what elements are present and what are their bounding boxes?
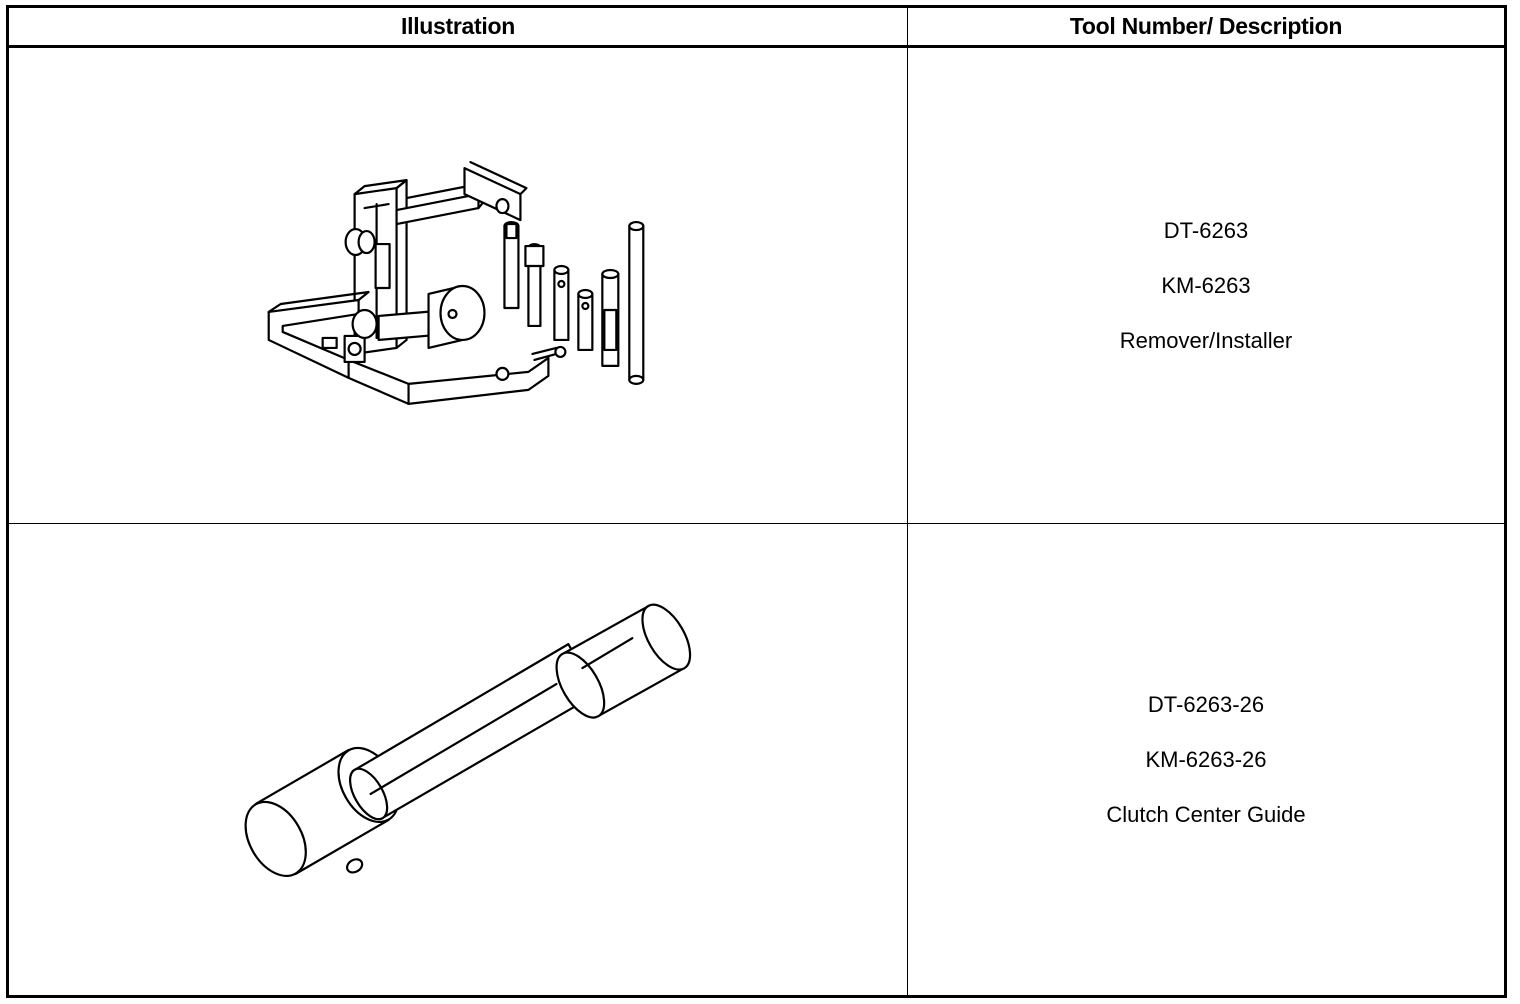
header-illustration-label: Illustration (401, 13, 515, 39)
header-illustration: Illustration (9, 8, 908, 48)
tool-number-dt: DT-6263 (1163, 217, 1249, 243)
tool-description: DT-6263 KM-6263 Remover/Installer (1120, 217, 1292, 355)
header-description: Tool Number/ Description (908, 8, 1504, 48)
tool-number-km: KM-6263-26 (1145, 746, 1267, 772)
table-row-1-description: DT-6263 KM-6263 Remover/Installer (908, 48, 1504, 524)
table-row-2-description: DT-6263-26 KM-6263-26 Clutch Center Guid… (908, 524, 1504, 995)
table-row-1-illustration (9, 48, 908, 524)
special-tools-table: Illustration Tool Number/ Description (6, 5, 1507, 998)
tool-name: Remover/Installer (1119, 327, 1293, 353)
tool-name: Clutch Center Guide (1106, 801, 1306, 827)
header-description-label: Tool Number/ Description (1069, 13, 1343, 39)
tool-number-dt: DT-6263-26 (1147, 691, 1265, 717)
tool-number-km: KM-6263 (1161, 272, 1251, 298)
clutch-center-guide-tool-icon (244, 603, 692, 877)
table-row-2-illustration (9, 524, 908, 995)
remover-installer-tool-kit-icon (267, 160, 645, 405)
tool-description: DT-6263-26 KM-6263-26 Clutch Center Guid… (1106, 691, 1305, 829)
